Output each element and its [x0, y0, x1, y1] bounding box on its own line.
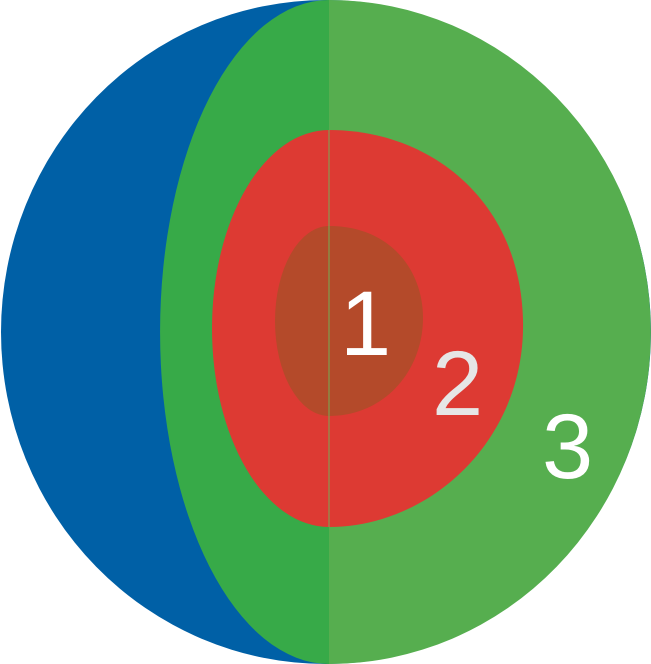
middle-layer-cut: [212, 130, 329, 527]
label-3: 3: [542, 396, 593, 498]
middle-layer-face: [329, 130, 524, 527]
inner-layer-face: [329, 226, 423, 416]
label-1: 1: [340, 273, 391, 375]
inner-layer-cut: [275, 226, 329, 416]
label-2: 2: [432, 333, 483, 435]
